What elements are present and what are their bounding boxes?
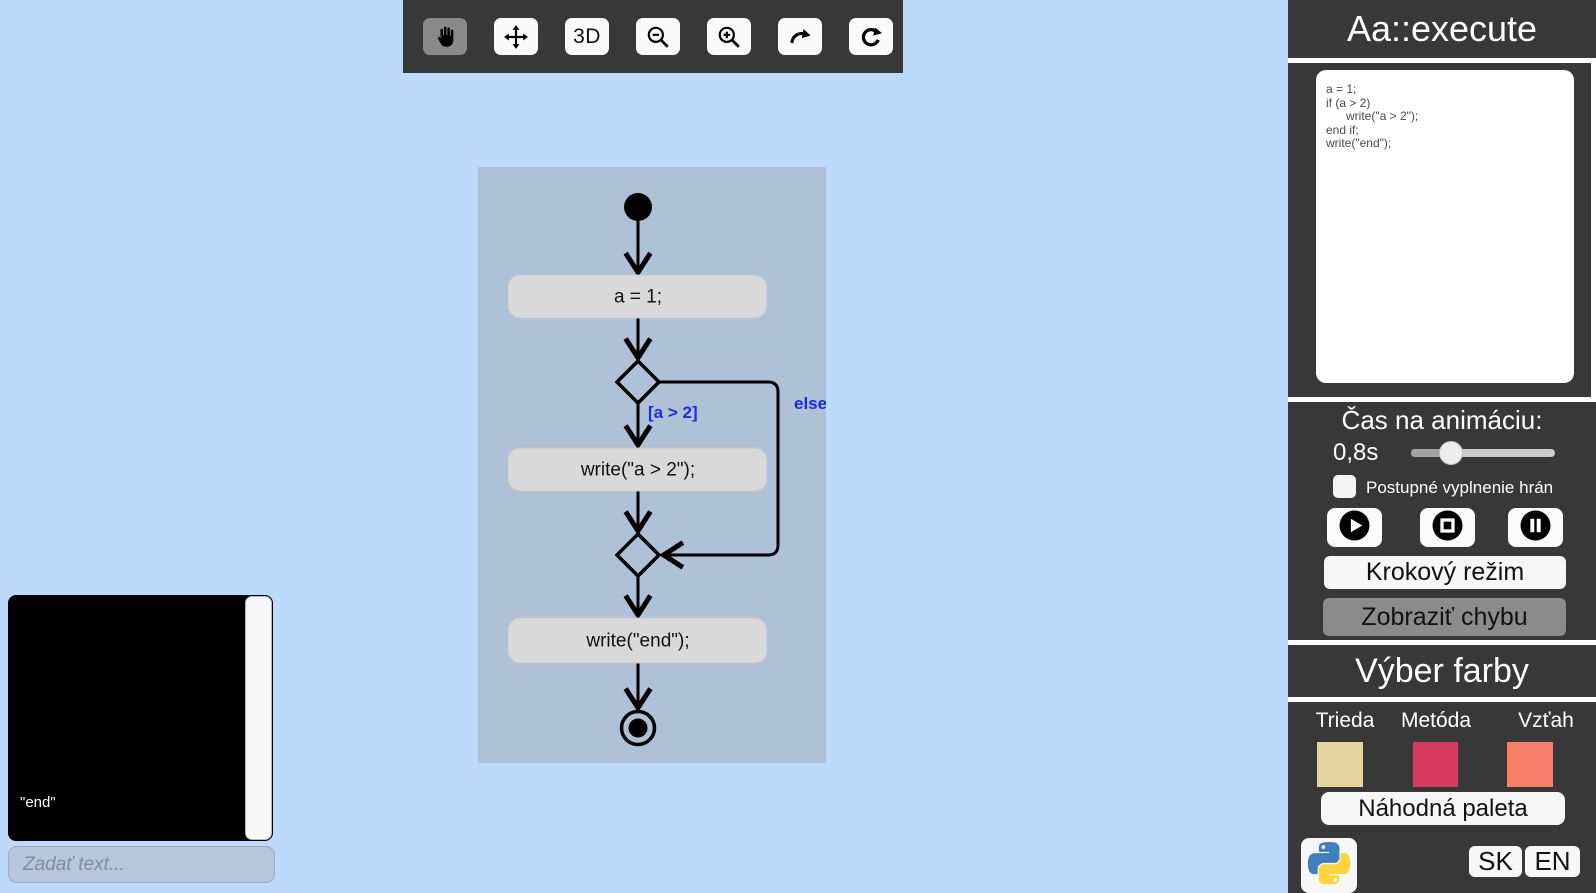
animation-speed-slider[interactable] — [1411, 449, 1555, 457]
gradual-edge-fill-label: Postupné vyplnenie hrán — [1366, 478, 1554, 497]
method-color-swatch[interactable] — [1413, 742, 1458, 787]
stop-icon — [1432, 510, 1463, 546]
zoom-in-icon — [716, 24, 742, 50]
class-color-label: Trieda — [1315, 709, 1375, 732]
decision-node[interactable] — [614, 358, 662, 406]
console-scrollbar[interactable] — [245, 596, 272, 840]
zoom-in-button[interactable] — [707, 18, 751, 55]
pause-button[interactable] — [1508, 508, 1563, 547]
merge-node[interactable] — [614, 531, 662, 579]
pause-icon — [1520, 510, 1551, 546]
zoom-out-button[interactable] — [636, 18, 680, 55]
gradual-edge-fill-checkbox[interactable] — [1333, 475, 1356, 498]
relation-color-label: Vzťah — [1518, 709, 1574, 732]
console-text-input[interactable] — [8, 846, 275, 883]
color-section-title: Výber farby — [1355, 651, 1529, 690]
action2-label: write("a > 2"); — [580, 460, 695, 481]
random-palette-button[interactable]: Náhodná paleta — [1321, 792, 1565, 825]
show-error-button[interactable]: Zobraziť chybu — [1323, 598, 1566, 636]
zoom-out-icon — [645, 24, 671, 50]
diagram-canvas[interactable]: a = 1; [a > 2] else write("a > 2"); writ… — [478, 167, 826, 763]
redo-arrow-icon — [787, 24, 813, 50]
start-node[interactable] — [624, 193, 652, 221]
action-node-a-equals-1[interactable] — [507, 274, 768, 319]
lang-sk-button[interactable]: SK — [1469, 846, 1522, 877]
slider-fill — [1411, 449, 1451, 457]
action-node-write-a-gt-2[interactable] — [507, 447, 768, 492]
separator — [1288, 640, 1596, 645]
redo-button[interactable] — [778, 18, 822, 55]
move-tool-button[interactable] — [494, 18, 538, 55]
class-color-swatch[interactable] — [1317, 742, 1363, 787]
console-output-panel[interactable]: "end" — [8, 595, 273, 841]
else-label: else — [794, 394, 826, 413]
step-mode-button[interactable]: Krokový režim — [1324, 556, 1566, 589]
color-section: Trieda Metóda Vzťah Náhodná paleta SK EN — [1288, 702, 1596, 893]
guard-label: [a > 2] — [648, 403, 698, 422]
code-scrollbar[interactable] — [1591, 63, 1596, 397]
action-node-write-end[interactable] — [507, 617, 768, 664]
3d-view-button[interactable]: 3D — [565, 18, 609, 55]
separator — [1288, 58, 1596, 63]
end-node-ring[interactable] — [619, 709, 657, 747]
edge-else-branch — [659, 380, 780, 570]
refresh-icon — [858, 24, 884, 50]
method-color-label: Metóda — [1400, 709, 1472, 732]
stop-button[interactable] — [1420, 508, 1475, 547]
python-logo-icon — [1307, 842, 1351, 889]
right-panel: Aa::execute a = 1; if (a > 2) write("a >… — [1288, 0, 1596, 893]
animation-time-value: 0,8s — [1333, 439, 1379, 466]
panel-title: Aa::execute — [1346, 8, 1538, 49]
separator — [1288, 397, 1596, 402]
console-output-text: "end" — [20, 794, 56, 811]
python-button[interactable] — [1301, 838, 1357, 893]
play-button[interactable] — [1327, 508, 1382, 547]
move-icon — [503, 24, 529, 50]
relation-color-swatch[interactable] — [1507, 742, 1553, 787]
action1-label: a = 1; — [614, 287, 662, 308]
hand-icon — [433, 24, 458, 49]
3d-icon: 3D — [573, 24, 601, 48]
refresh-button[interactable] — [849, 18, 893, 55]
separator — [1288, 697, 1596, 702]
top-toolbar: 3D — [403, 0, 903, 73]
animation-section: Čas na animáciu: 0,8s Postupné vyplnenie… — [1288, 402, 1596, 640]
animation-title: Čas na animáciu: — [1341, 405, 1543, 435]
end-node-dot — [628, 718, 648, 738]
action3-label: write("end"); — [585, 631, 689, 652]
hand-tool-button[interactable] — [423, 18, 467, 55]
code-editor[interactable]: a = 1; if (a > 2) write("a > 2"); end if… — [1316, 70, 1574, 383]
slider-thumb[interactable] — [1439, 441, 1463, 465]
lang-en-button[interactable]: EN — [1525, 846, 1580, 877]
activity-diagram: a = 1; [a > 2] else write("a > 2"); writ… — [507, 193, 826, 747]
play-icon — [1339, 510, 1370, 546]
